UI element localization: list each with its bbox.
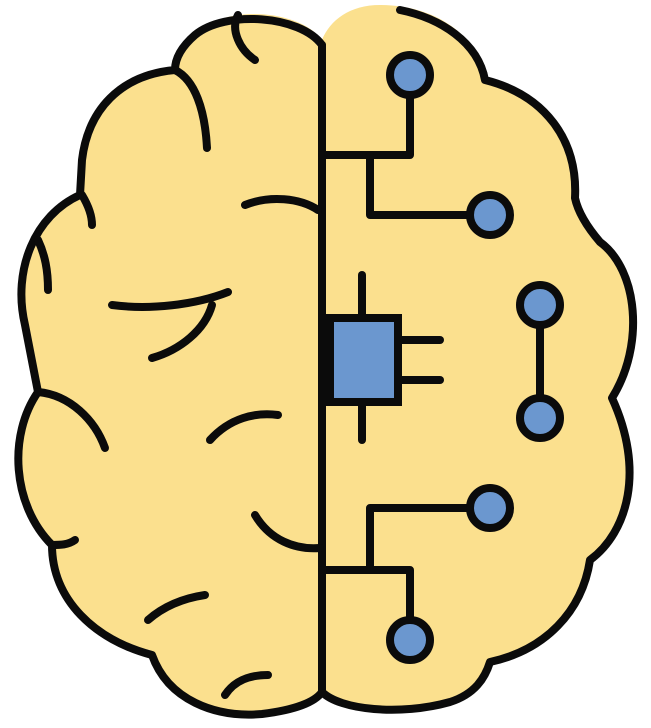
circuit-node (466, 484, 514, 532)
circuit-node (386, 616, 434, 664)
chip-icon (326, 314, 402, 406)
circuit-node (516, 394, 564, 442)
circuit-node (516, 281, 564, 329)
brain-outline (14, 6, 638, 719)
circuit-node (386, 51, 434, 99)
circuit-node (466, 191, 514, 239)
